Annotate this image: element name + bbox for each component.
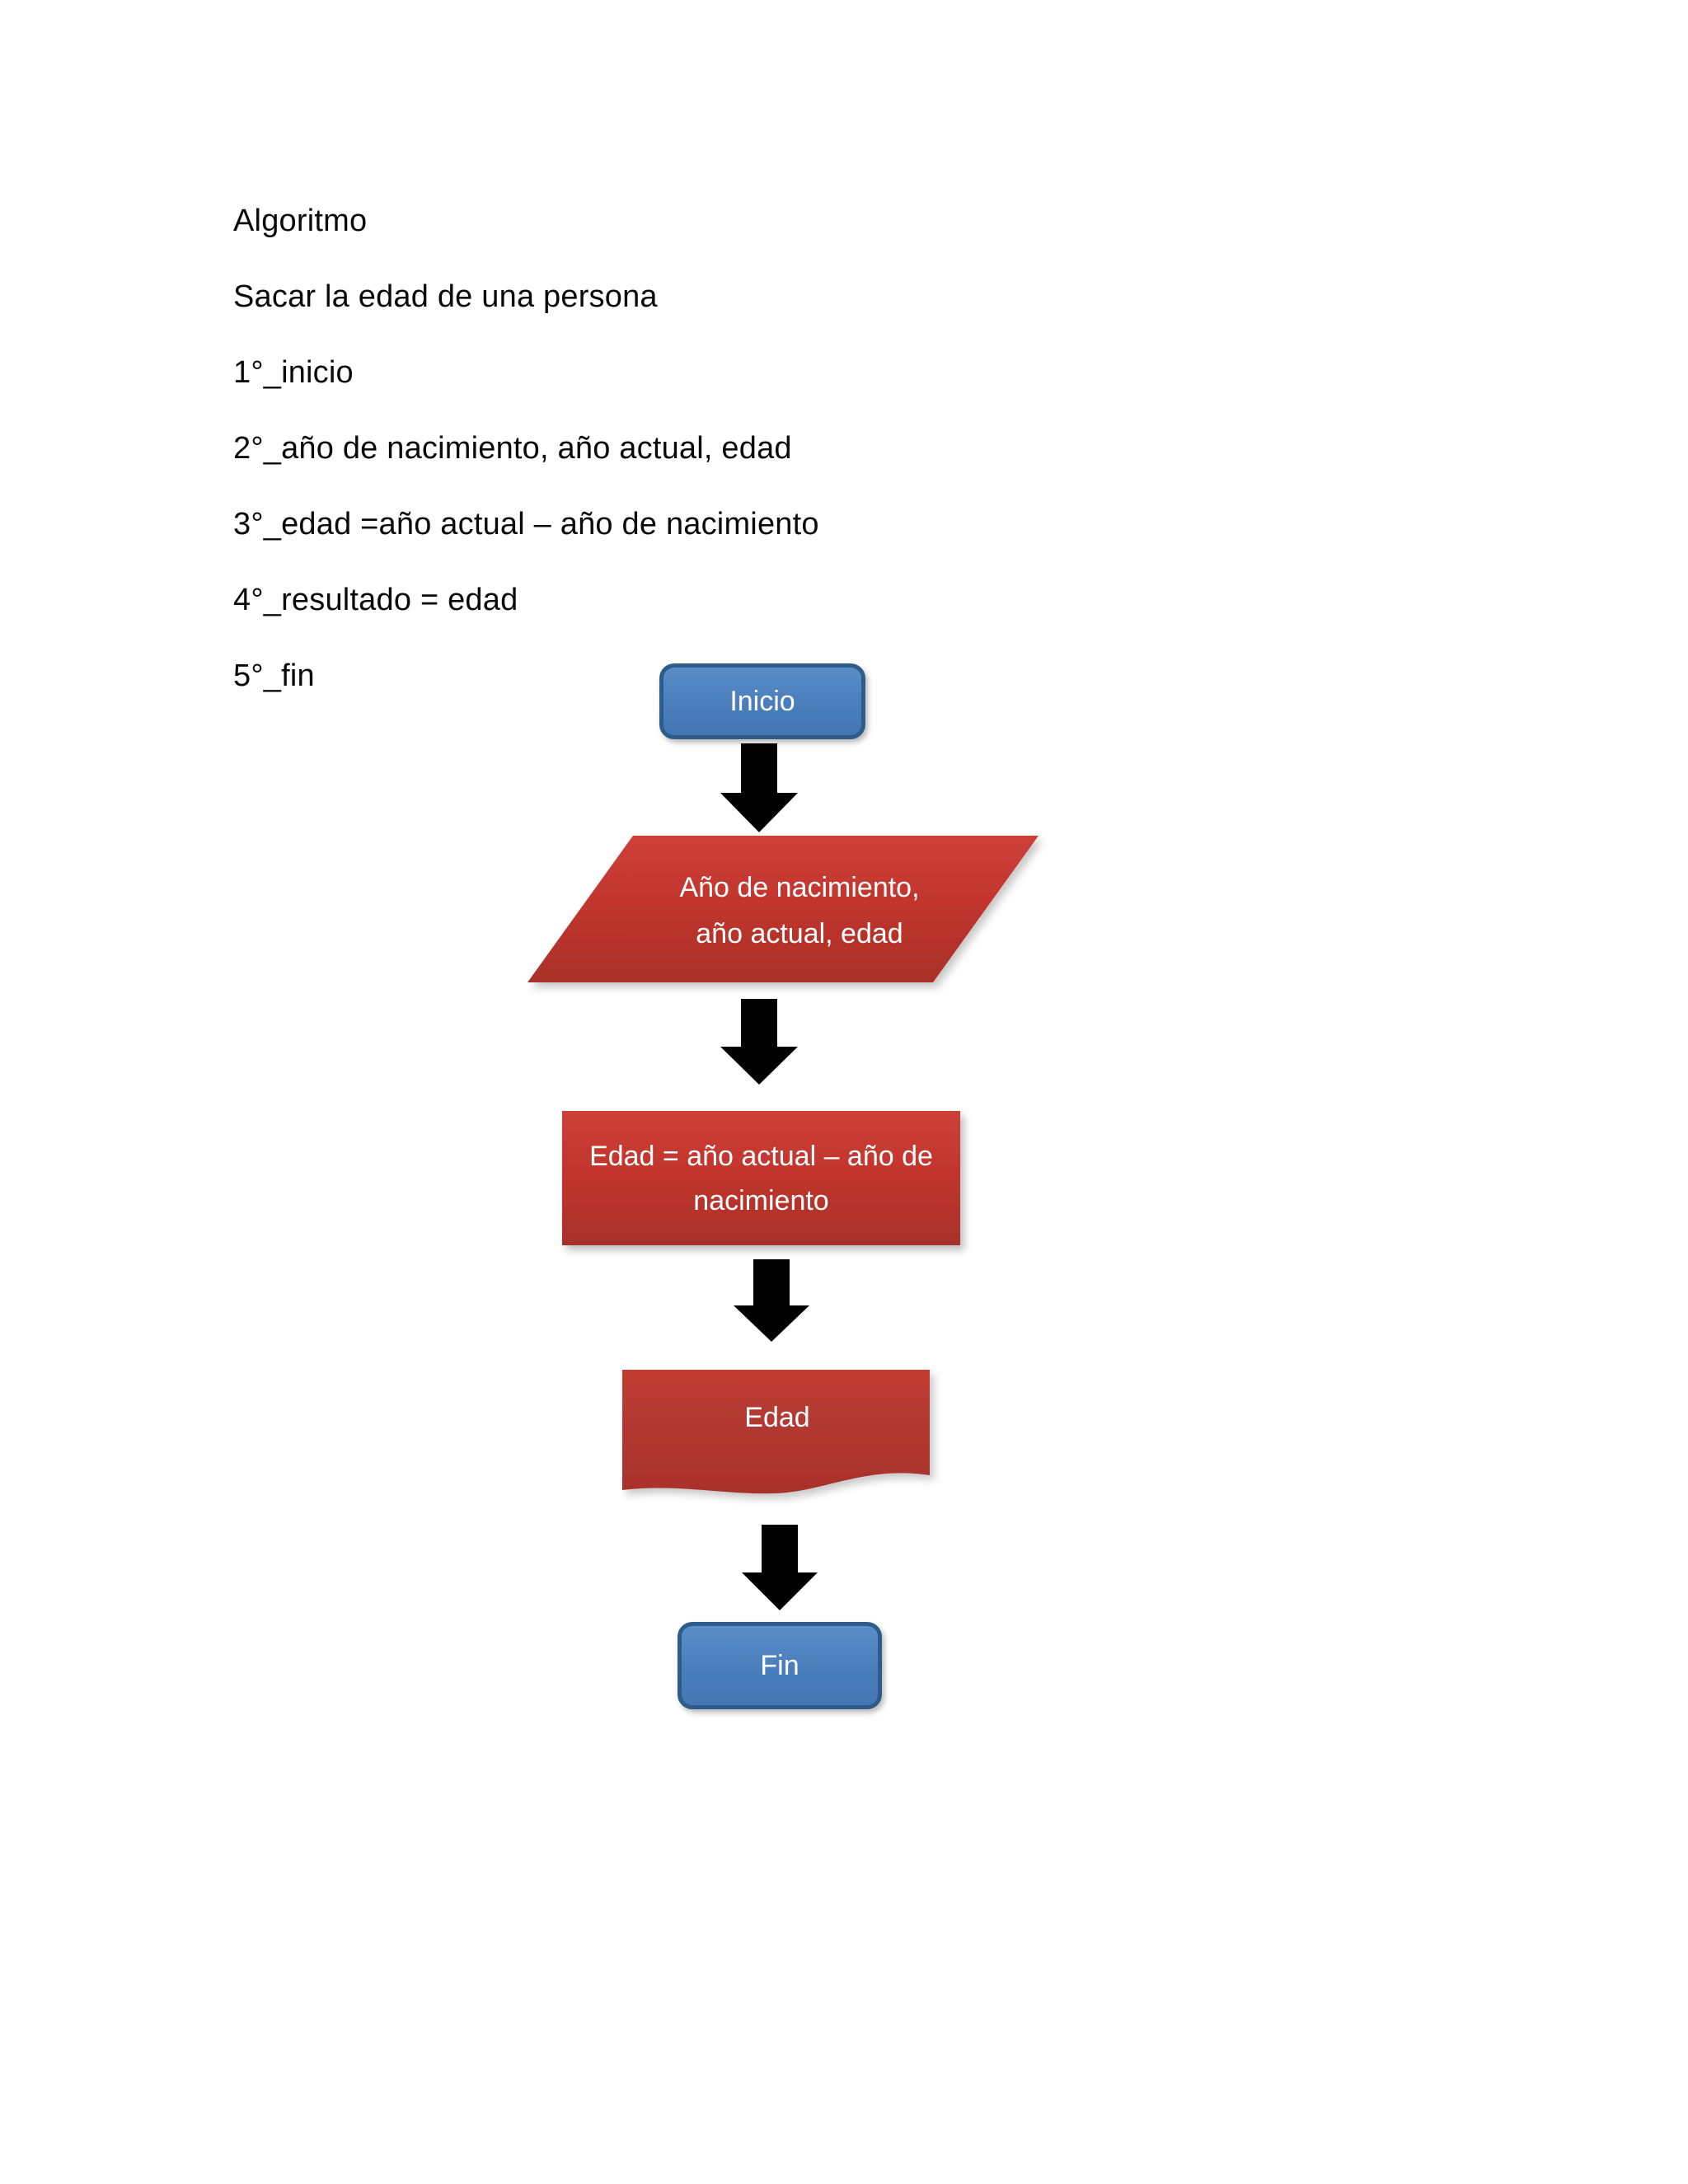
algorithm-text-block: Algoritmo Sacar la edad de una persona 1… bbox=[233, 183, 1470, 714]
flow-node-inicio[interactable]: Inicio bbox=[659, 663, 865, 739]
connector-arrow-3 bbox=[734, 1259, 809, 1342]
flow-node-fin[interactable]: Fin bbox=[678, 1622, 882, 1709]
algorithm-line-step-4: 4°_resultado = edad bbox=[233, 583, 518, 617]
flow-node-entrada[interactable]: Año de nacimiento, año actual, edad bbox=[528, 834, 1039, 987]
connector-arrow-4 bbox=[742, 1525, 818, 1610]
connector-arrow-2 bbox=[720, 999, 798, 1085]
flow-node-salida[interactable]: Edad bbox=[618, 1368, 936, 1500]
algorithm-line-title: Algoritmo bbox=[233, 204, 368, 238]
connector-arrow-1 bbox=[720, 743, 798, 832]
algorithm-line-step-1: 1°_inicio bbox=[233, 355, 354, 390]
flow-node-proceso-label: Edad = año actual – año de nacimiento bbox=[589, 1140, 933, 1216]
algorithm-line-step-2: 2°_año de nacimiento, año actual, edad bbox=[233, 431, 792, 466]
flow-node-proceso[interactable]: Edad = año actual – año de nacimiento bbox=[562, 1111, 960, 1245]
algorithm-line-step-5: 5°_fin bbox=[233, 658, 315, 693]
flow-node-inicio-label: Inicio bbox=[729, 686, 795, 717]
algorithm-line-step-3: 3°_edad =año actual – año de nacimiento bbox=[233, 507, 819, 541]
flow-node-fin-label: Fin bbox=[760, 1650, 799, 1681]
algorithm-line-goal: Sacar la edad de una persona bbox=[233, 279, 658, 314]
